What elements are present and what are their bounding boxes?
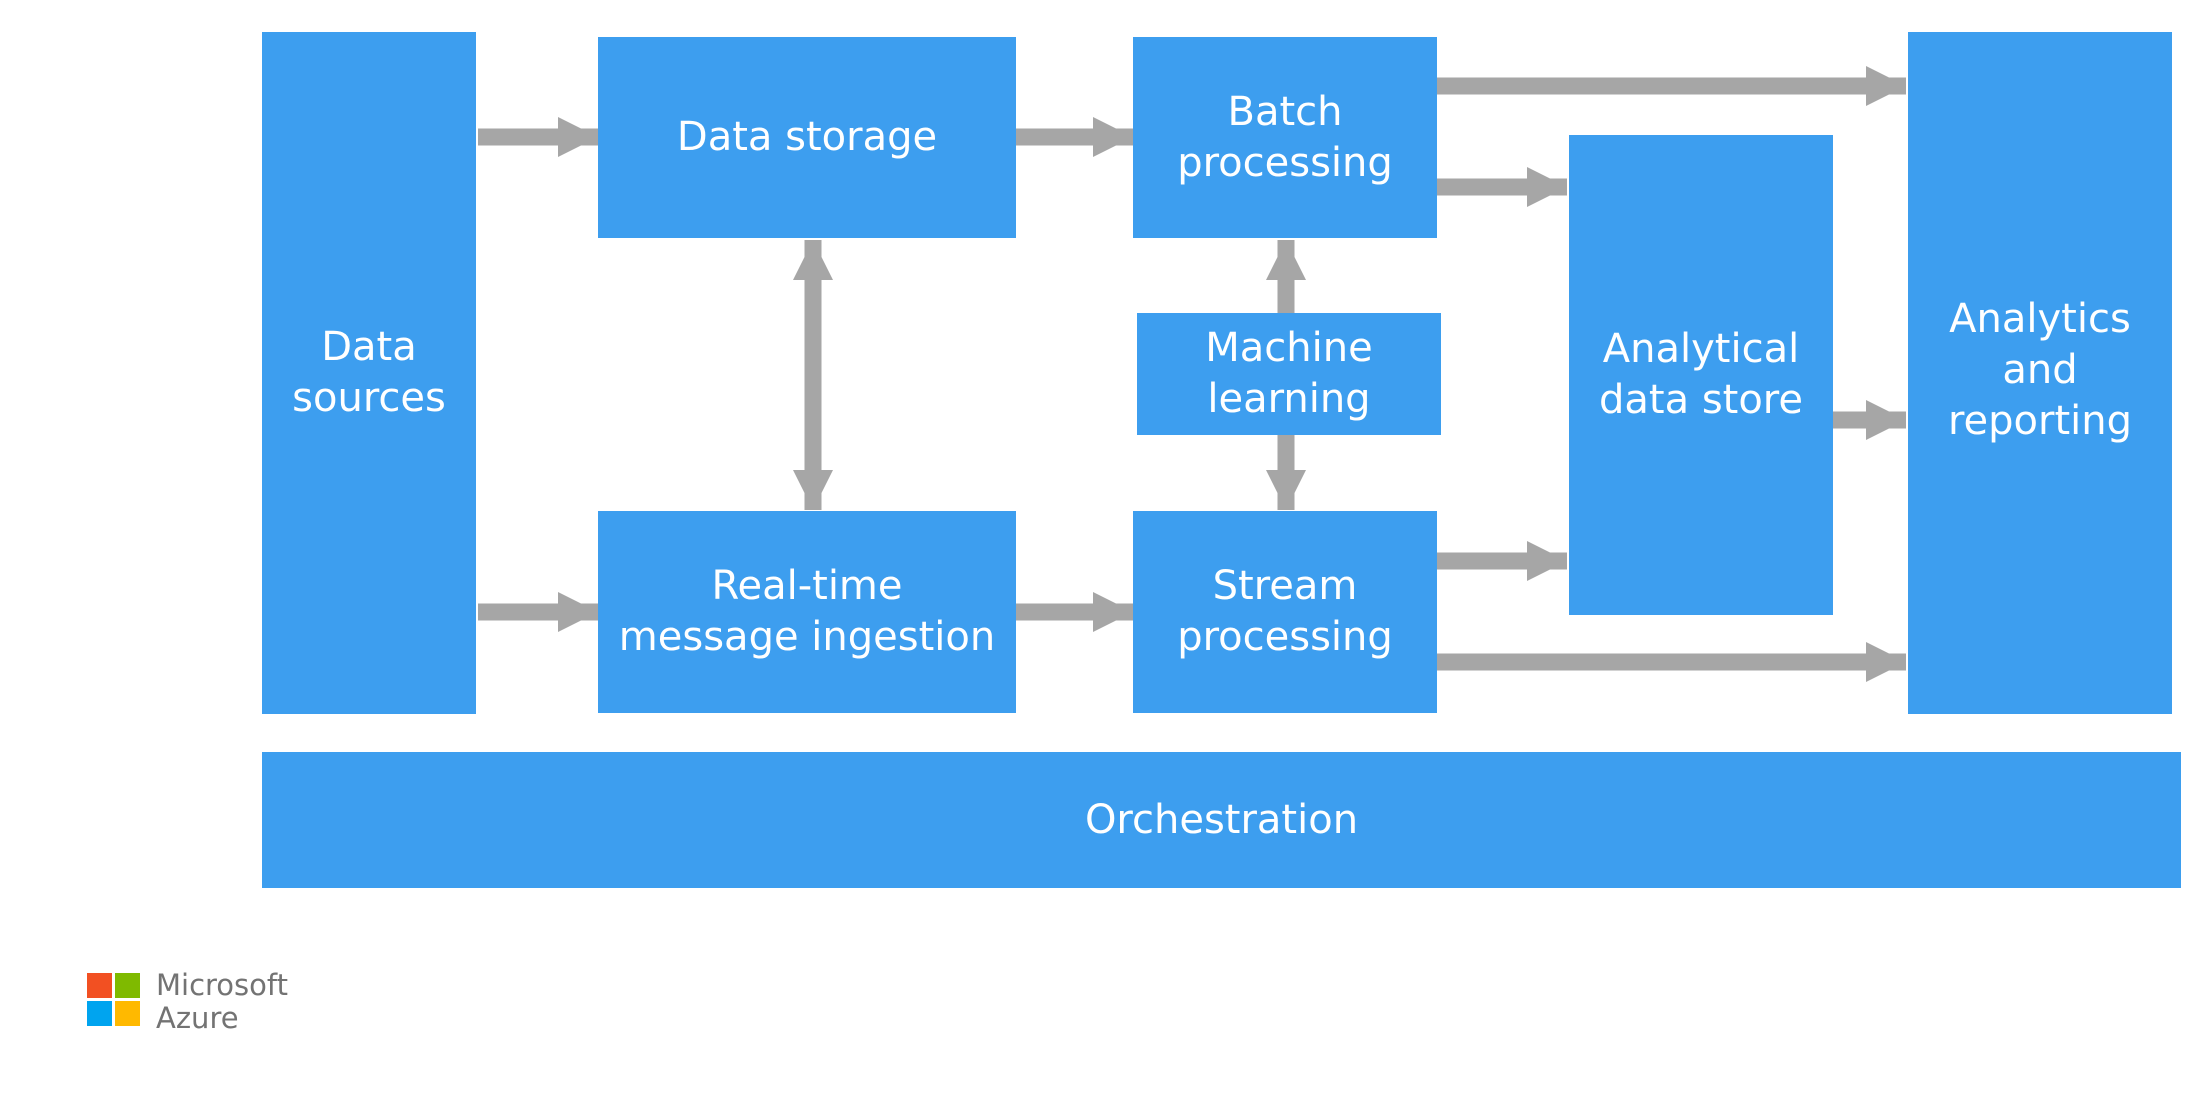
batch-processing-box: Batch processing [1133, 37, 1437, 238]
logo-square-green [115, 973, 140, 998]
batch-processing-label-line2: processing [1177, 139, 1393, 186]
data-sources-label-line2: sources [292, 375, 446, 421]
machine-learning-label-line1: Machine [1205, 325, 1373, 371]
analytical-data-store-label-line2: data store [1599, 377, 1803, 423]
analytical-data-store-box: Analytical data store [1569, 135, 1833, 615]
analytics-reporting-label-line3: reporting [1947, 398, 2133, 444]
analytics-reporting-label-line2: and [2002, 347, 2078, 393]
stream-processing-label-line1: Stream [1212, 563, 1358, 609]
analytics-reporting-box: Analytics and reporting [1908, 32, 2172, 714]
stream-processing-box: Stream processing [1133, 511, 1437, 713]
logo-text-azure: Azure [156, 1001, 239, 1035]
machine-learning-label-line2: learning [1207, 376, 1371, 422]
data-storage-box: Data storage [598, 37, 1016, 238]
realtime-ingestion-label-line1: Real-time [711, 563, 903, 609]
data-sources-label-line1: Data [321, 324, 417, 370]
logo-text: Microsoft Azure [156, 969, 288, 1035]
data-sources-box: Data sources [262, 32, 476, 714]
analytical-data-store-label-line1: Analytical [1602, 326, 1800, 372]
machine-learning-box: Machine learning [1137, 313, 1441, 435]
batch-processing-label-line1: Batch [1227, 88, 1343, 135]
analytics-reporting-label-line1: Analytics [1949, 296, 2131, 342]
logo-square-red [87, 973, 112, 998]
data-storage-label: Data storage [676, 114, 938, 160]
logo-square-yellow [115, 1001, 140, 1026]
logo-square-blue [87, 1001, 112, 1026]
microsoft-azure-logo: Microsoft Azure [87, 969, 288, 1037]
orchestration-label: Orchestration [1084, 796, 1359, 843]
logo-text-microsoft: Microsoft [156, 968, 288, 1002]
realtime-ingestion-label-line2: message ingestion [618, 614, 996, 660]
stream-processing-label-line2: processing [1177, 614, 1393, 660]
orchestration-box: Orchestration [262, 752, 2181, 888]
realtime-ingestion-box: Real-time message ingestion [598, 511, 1016, 713]
